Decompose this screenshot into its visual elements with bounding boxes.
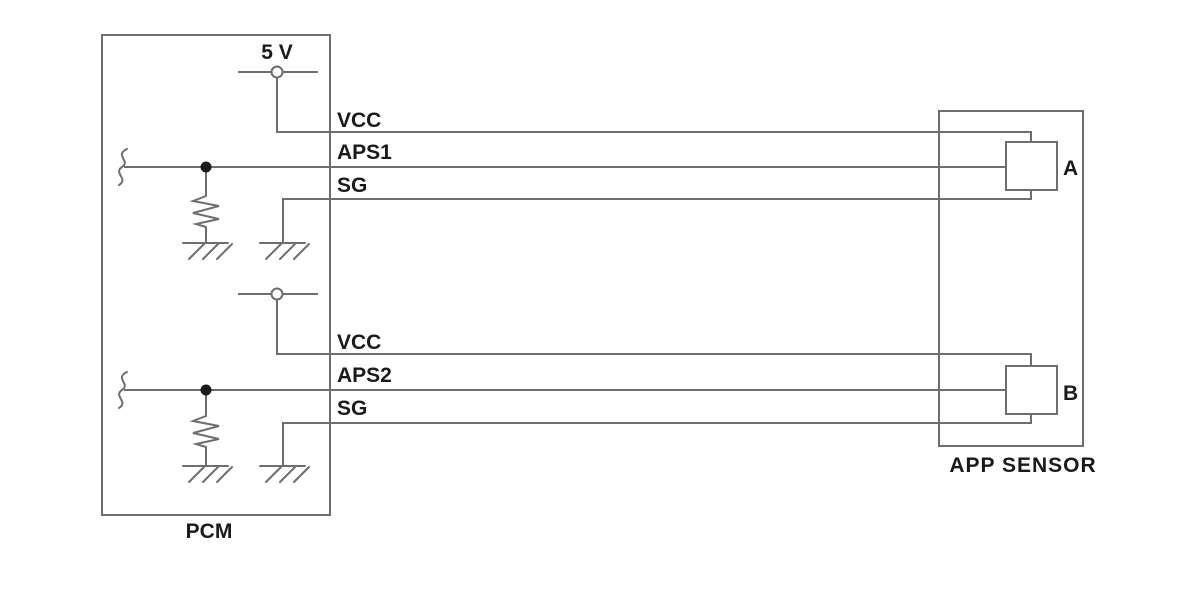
sensor-unit-b-label: B bbox=[1063, 382, 1078, 405]
sensor-unit-a-label: A bbox=[1063, 157, 1078, 180]
app-sensor-box bbox=[938, 110, 1084, 447]
ground-icon-2b bbox=[259, 465, 310, 483]
wire-vcc-2 bbox=[276, 299, 1032, 367]
ground-icon-1a bbox=[182, 242, 233, 260]
wire-vcc-1 bbox=[276, 77, 1032, 143]
ground-icon-1b bbox=[259, 242, 310, 260]
wire-sg-1 bbox=[282, 189, 1032, 243]
pin-label-sg-2: SG bbox=[337, 397, 367, 420]
supply-terminal-1-icon bbox=[270, 65, 284, 79]
channel-1 bbox=[118, 65, 1032, 260]
resistor-icon-1 bbox=[192, 192, 220, 228]
pin-label-vcc-2: VCC bbox=[337, 331, 381, 354]
pin-label-sg-1: SG bbox=[337, 174, 367, 197]
supply-voltage-label: 5 V bbox=[261, 41, 293, 64]
junction-dot-2 bbox=[200, 384, 212, 396]
ground-icon-2a bbox=[182, 465, 233, 483]
pin-label-vcc-1: VCC bbox=[337, 109, 381, 132]
pin-label-aps1: APS1 bbox=[337, 141, 392, 164]
resistor-icon-2 bbox=[192, 412, 220, 448]
sensor-unit-a bbox=[1005, 141, 1058, 191]
pcm-box bbox=[101, 34, 331, 516]
pcm-title: PCM bbox=[186, 520, 233, 543]
supply-terminal-2-icon bbox=[270, 287, 284, 301]
wire-sg-2 bbox=[282, 413, 1032, 466]
junction-dot-1 bbox=[200, 161, 212, 173]
sensor-unit-b bbox=[1005, 365, 1058, 415]
pin-label-aps2: APS2 bbox=[337, 364, 392, 387]
channel-2 bbox=[118, 287, 1032, 483]
app-sensor-title: APP SENSOR bbox=[949, 454, 1096, 477]
